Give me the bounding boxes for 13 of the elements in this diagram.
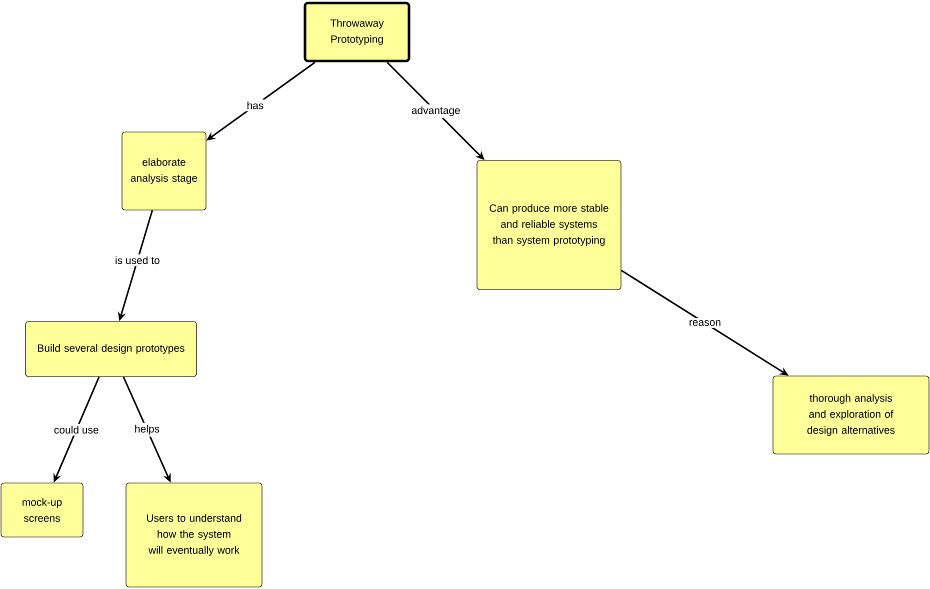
concept-box: Can produce more stable and reliable systems than system prototyping	[476, 160, 622, 290]
edge-label: has	[247, 102, 264, 110]
edge-label: is used to	[116, 256, 160, 264]
concept-box: Throwaway Prototyping	[304, 2, 410, 62]
edge-label: helps	[135, 424, 160, 435]
edge-label: reason	[690, 320, 720, 326]
concept-box: Users to understand how the system will eventually work	[126, 482, 262, 588]
concept-box: thorough analysis and exploration of design alternatives	[772, 376, 930, 454]
concept-box: elaborate analysis stage	[122, 132, 206, 210]
concept-box: mock-up screens	[0, 482, 84, 538]
edge-label: could use	[54, 426, 98, 434]
edge-label: advantage	[412, 106, 460, 116]
concept-box: Build several design prototypes	[25, 321, 197, 377]
